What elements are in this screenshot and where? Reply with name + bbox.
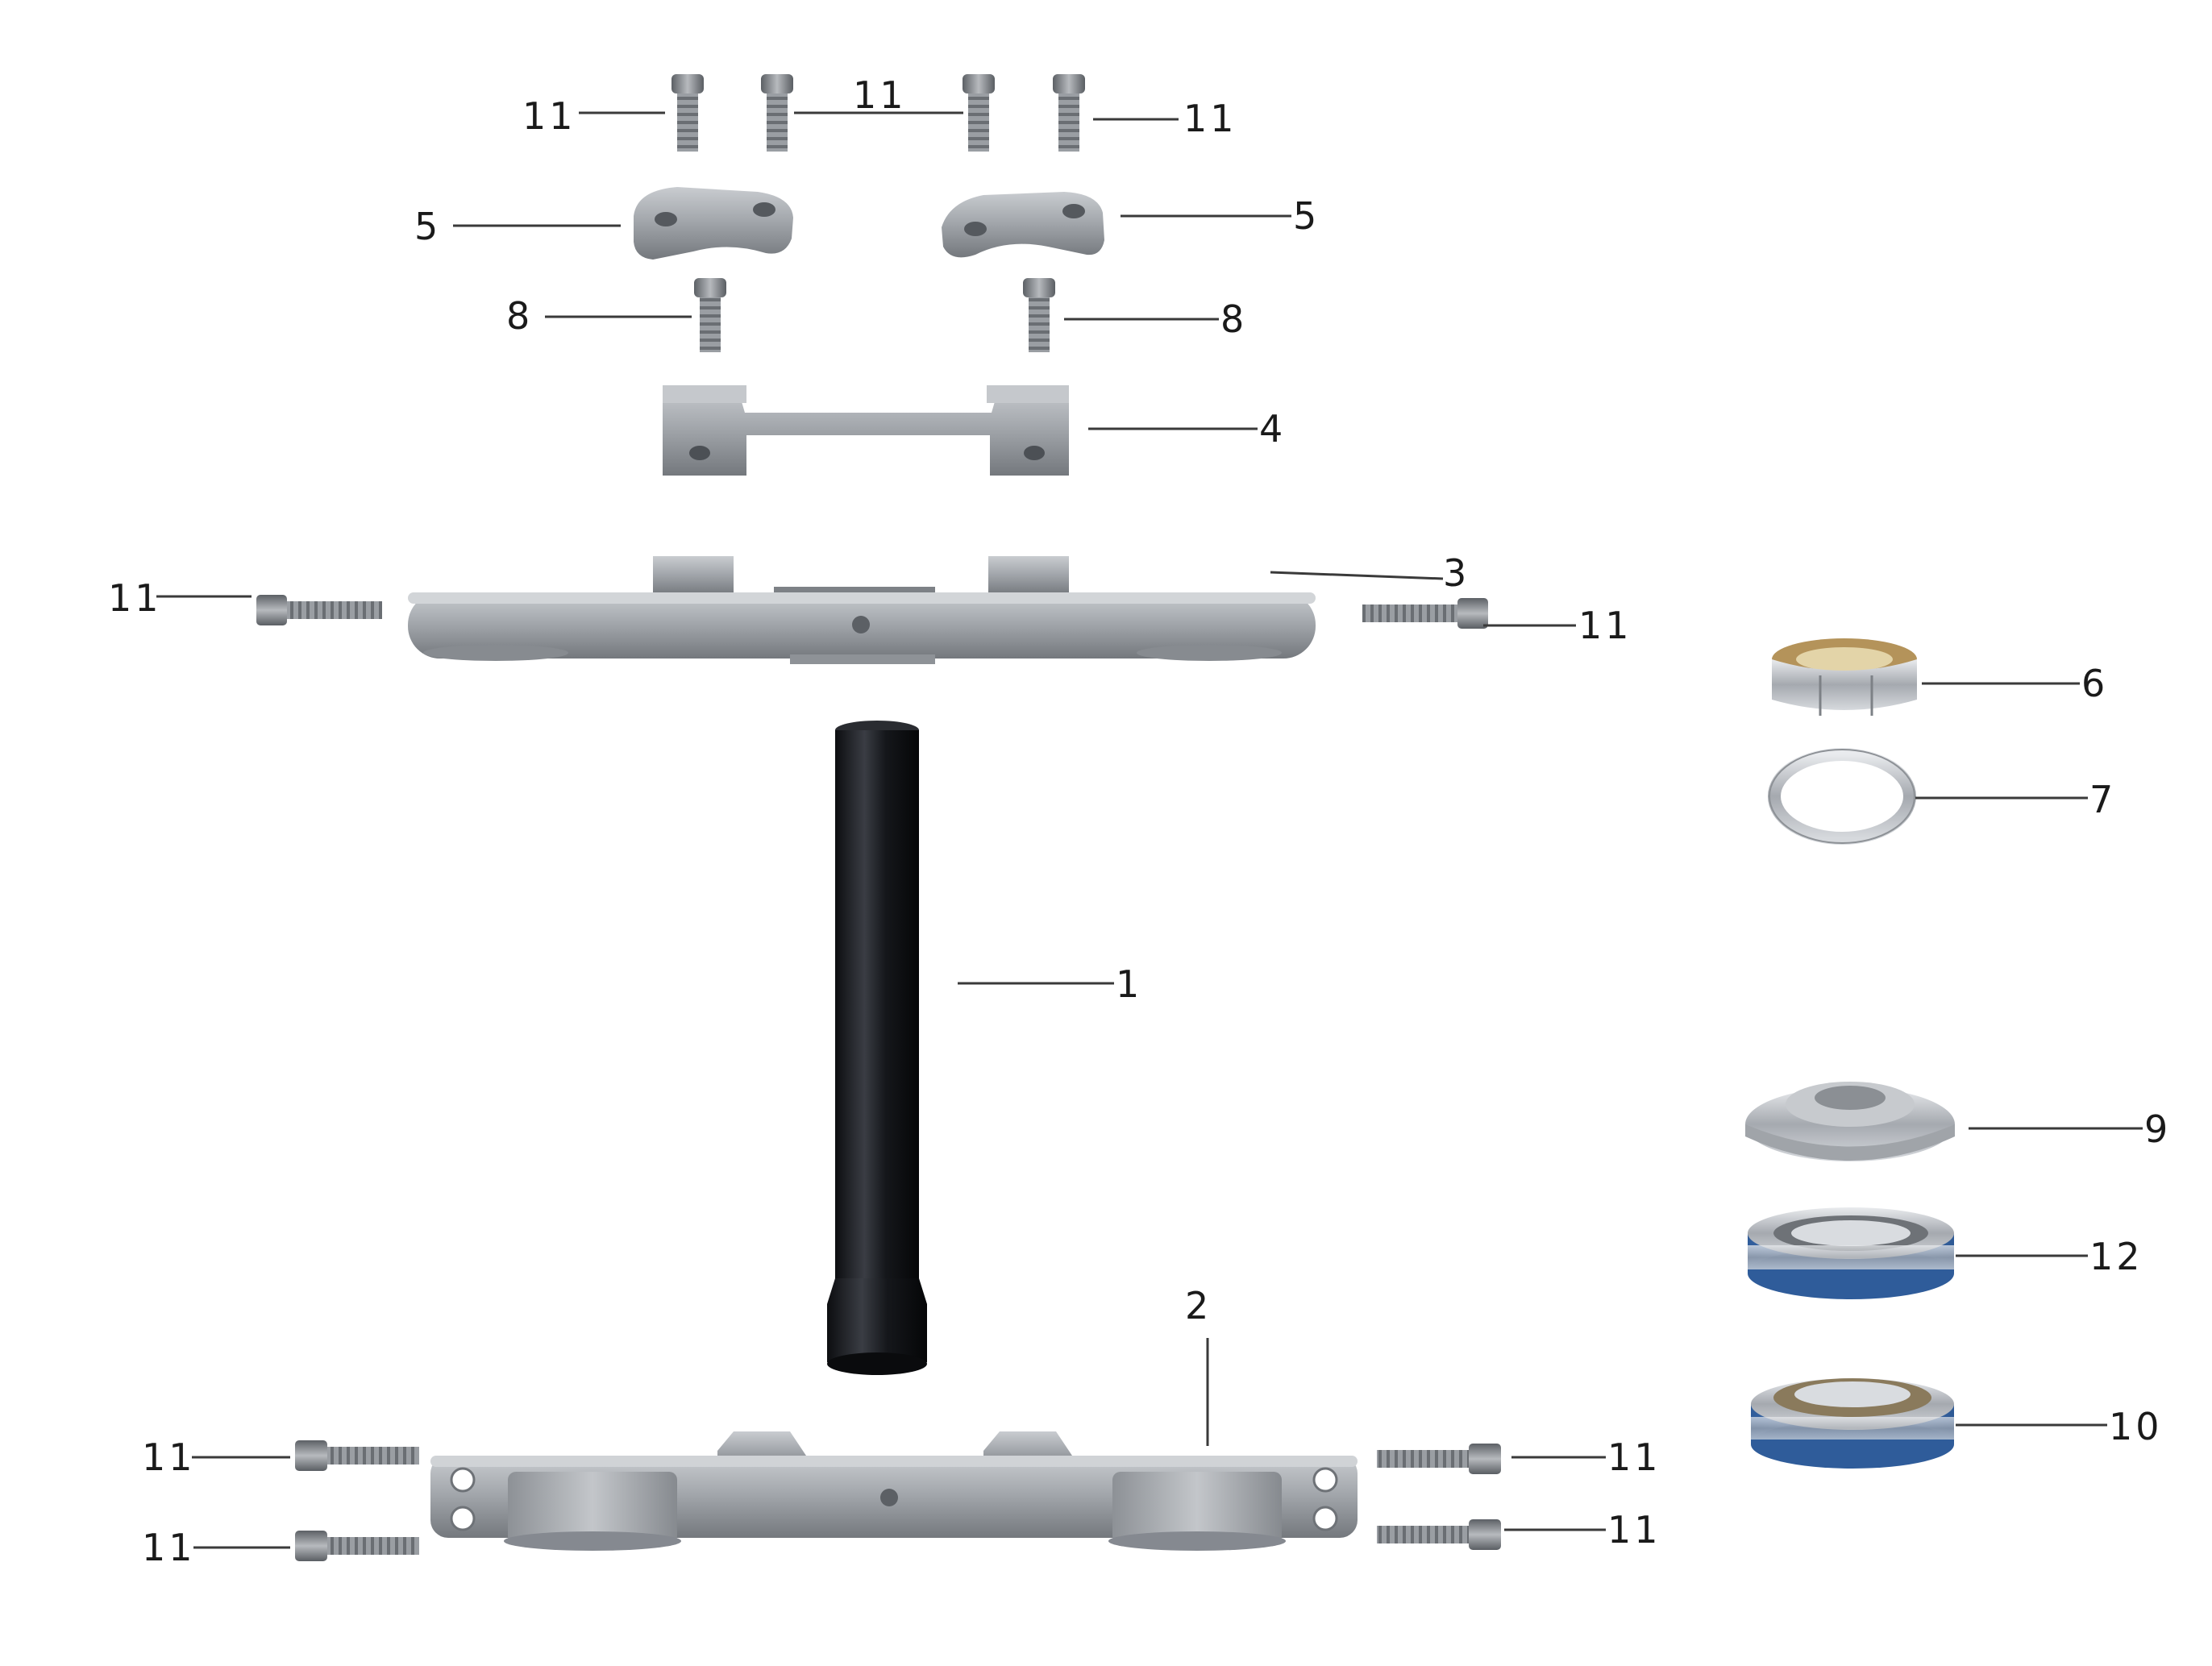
- label-5-right: 5: [1293, 194, 1320, 238]
- lower-triple-clamp: [430, 1431, 1358, 1551]
- steering-stem: [827, 721, 927, 1375]
- upper-bearing: [1748, 1207, 1954, 1299]
- top-bolt-3: [963, 74, 995, 152]
- label-6: 6: [2081, 662, 2108, 705]
- upper-triple-clamp: [408, 556, 1316, 664]
- top-bolt-2: [761, 74, 793, 152]
- lower-clamp-bolt-right-upper: [1377, 1444, 1501, 1474]
- label-10: 10: [2109, 1405, 2163, 1448]
- riser-bolt-right: [1023, 278, 1055, 352]
- callout-labels: 11 11 11 5 5 8 8 4 3 11 11 6 7 1 9 12 2 …: [108, 73, 2171, 1569]
- lower-clamp-bolt-left-upper: [295, 1440, 419, 1471]
- label-9: 9: [2144, 1107, 2171, 1151]
- label-8-left: 8: [506, 294, 533, 338]
- label-4: 4: [1259, 407, 1286, 451]
- lower-bearing: [1751, 1378, 1954, 1469]
- handlebar-riser: [663, 385, 1069, 476]
- lower-clamp-bolt-right-lower: [1377, 1519, 1501, 1550]
- label-11-top-right: 11: [1183, 97, 1237, 140]
- washer: [1768, 748, 1916, 845]
- label-11-top-left: 11: [522, 94, 576, 138]
- label-12: 12: [2089, 1235, 2143, 1278]
- label-11-lower-left-lower: 11: [142, 1526, 196, 1569]
- label-2: 2: [1185, 1284, 1212, 1327]
- label-11-lower-right-lower: 11: [1607, 1508, 1661, 1552]
- label-5-left: 5: [414, 205, 441, 248]
- label-11-upper-clamp-right: 11: [1578, 604, 1632, 647]
- label-7: 7: [2089, 778, 2116, 821]
- upper-clamp-bolt-left: [256, 595, 382, 625]
- label-11-lower-left-upper: 11: [142, 1435, 196, 1479]
- top-bolt-4: [1053, 74, 1085, 152]
- riser-bolt-left: [694, 278, 726, 352]
- upper-clamp-bolt-right: [1362, 598, 1488, 629]
- top-bolt-1: [672, 74, 704, 152]
- stem-nut: [1772, 638, 1917, 716]
- label-11-lower-right-upper: 11: [1607, 1435, 1661, 1479]
- label-8-right: 8: [1220, 297, 1247, 341]
- riser-cap-left: [634, 187, 793, 260]
- dust-cover: [1745, 1082, 1955, 1161]
- label-11-upper-clamp-left: 11: [108, 576, 162, 620]
- label-11-top-middle: 11: [853, 73, 907, 117]
- label-1: 1: [1116, 962, 1142, 1006]
- leader-lines: [156, 111, 2143, 1549]
- lower-clamp-bolt-left-lower: [295, 1531, 419, 1561]
- riser-cap-right: [942, 192, 1104, 258]
- label-3: 3: [1443, 551, 1470, 595]
